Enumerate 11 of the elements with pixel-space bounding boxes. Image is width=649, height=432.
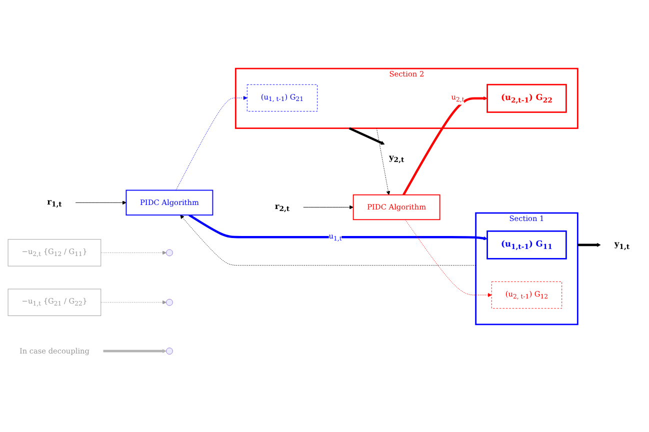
node-text: y$_{1,t}$: [614, 239, 630, 251]
node-text: r$_{1,t}$: [47, 197, 62, 208]
node-text: r$_{2,t}$: [274, 202, 290, 213]
arrow: [188, 214, 488, 240]
arrow: [348, 127, 385, 145]
node-text: y$_{2,t}$: [388, 152, 404, 164]
arrow: [578, 242, 601, 247]
node-box: (u$_{2,t-1}$) G$_{22}$: [486, 84, 567, 113]
arrow: [402, 96, 488, 196]
arrow: [103, 349, 166, 354]
node-box: (u$_{1,t-1}$) G$_{11}$: [486, 230, 567, 260]
